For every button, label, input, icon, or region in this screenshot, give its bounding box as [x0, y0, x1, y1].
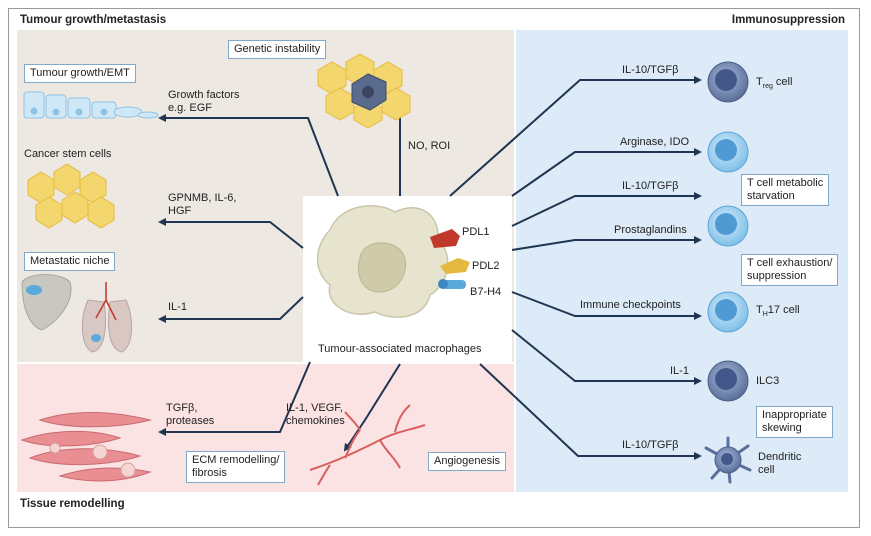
section-title-tissue-remodelling: Tissue remodelling [20, 498, 125, 510]
b7h4-label: B7-H4 [470, 286, 502, 298]
arrow-label-6: IL-1 [670, 365, 689, 377]
section-title-immunosuppression: Immunosuppression [731, 14, 845, 26]
ecm-remodelling-line-2: fibrosis [192, 467, 227, 479]
dendritic-cell-label-2: cell [758, 464, 775, 476]
metabolic-line-1: T cell metabolic [747, 177, 824, 189]
th17-label-rest: 17 cell [767, 304, 800, 316]
cancer-stem-cells-label: Cancer stem cells [24, 148, 112, 160]
tgfb-proteases-label-2: proteases [166, 415, 215, 427]
treg-cell-label: Treg cell [756, 76, 792, 93]
ilc3-cell-icon [707, 360, 749, 402]
il1-left-label: IL-1 [168, 301, 187, 313]
metastatic-niche-organs-icon [21, 274, 132, 353]
cancer-stem-cells-icon [27, 163, 115, 229]
th17-cell-icon [707, 291, 749, 333]
treg-cell-label-sub: reg [762, 83, 773, 91]
section-title-tumour-growth: Tumour growth/metastasis [20, 14, 167, 26]
gpnmb-label-2: HGF [168, 205, 192, 217]
th17-label-sub: H [762, 311, 768, 319]
arrow-label-2: Arginase, IDO [620, 136, 690, 148]
ecm-remodelling-label: ECM remodelling/ fibrosis [186, 451, 286, 483]
il1-vegf-label-1: IL-1, VEGF, [286, 402, 343, 414]
gpnmb-label-1: GPNMB, IL-6, [168, 192, 237, 204]
growth-factors-label-2: e.g. EGF [168, 102, 213, 114]
dendritic-cell-label-1: Dendritic [758, 451, 802, 463]
t-cell-2-icon [707, 205, 749, 247]
metastatic-niche-label: Metastatic niche [24, 252, 116, 271]
inappropriate-skewing-label: Inappropriate skewing [756, 406, 833, 438]
arrow-label-3: IL-10/TGFβ [622, 180, 679, 192]
skewing-line-1: Inappropriate [762, 409, 827, 421]
genetic-instability-cells-icon [317, 53, 411, 129]
emt-cells-icon [23, 91, 159, 119]
fibroblasts-icon [20, 412, 152, 482]
tam-label: Tumour-associated macrophages [318, 343, 482, 355]
metabolic-line-2: starvation [747, 190, 795, 202]
dendritic-cell-icon [704, 436, 752, 484]
treg-cell-label-rest: cell [772, 76, 793, 88]
exhaustion-line-1: T cell exhaustion/ [747, 257, 833, 269]
pdl1-ligand-icon [430, 229, 460, 248]
arrow-label-7: IL-10/TGFβ [622, 439, 679, 451]
arrow-label-4: Prostaglandins [614, 224, 687, 236]
exhaustion-line-2: suppression [747, 270, 807, 282]
th17-cell-label: TH17 cell [756, 304, 800, 321]
b7h4-ligand-icon [438, 279, 466, 289]
ecm-remodelling-line-1: ECM remodelling/ [192, 454, 280, 466]
treg-cell-icon [707, 61, 749, 103]
genetic-instability-label: Genetic instability [228, 40, 327, 59]
angiogenesis-label: Angiogenesis [428, 452, 507, 471]
il1-vegf-label-2: chemokines [286, 415, 345, 427]
angiogenesis-vessels-icon [309, 404, 426, 486]
arrow-label-5: Immune checkpoints [580, 299, 681, 311]
no-roi-label: NO, ROI [408, 140, 451, 152]
exhaustion-label: T cell exhaustion/ suppression [741, 254, 839, 286]
pdl1-label: PDL1 [462, 226, 490, 238]
tgfb-proteases-label-1: TGFβ, [166, 402, 198, 414]
t-cell-1-icon [707, 131, 749, 173]
growth-factors-label-1: Growth factors [168, 89, 240, 101]
ilc3-label: ILC3 [756, 375, 780, 387]
skewing-line-2: skewing [762, 422, 802, 434]
treg-cell-label-t: T [756, 76, 763, 88]
tumour-growth-emt-label: Tumour growth/EMT [24, 64, 136, 83]
th17-label-t: T [756, 304, 763, 316]
pdl2-label: PDL2 [472, 260, 500, 272]
macrophage-icon [316, 205, 449, 318]
metabolic-starvation-label: T cell metabolic starvation [741, 174, 830, 206]
pdl2-ligand-icon [440, 258, 470, 274]
arrow-label-1: IL-10/TGFβ [622, 64, 679, 76]
